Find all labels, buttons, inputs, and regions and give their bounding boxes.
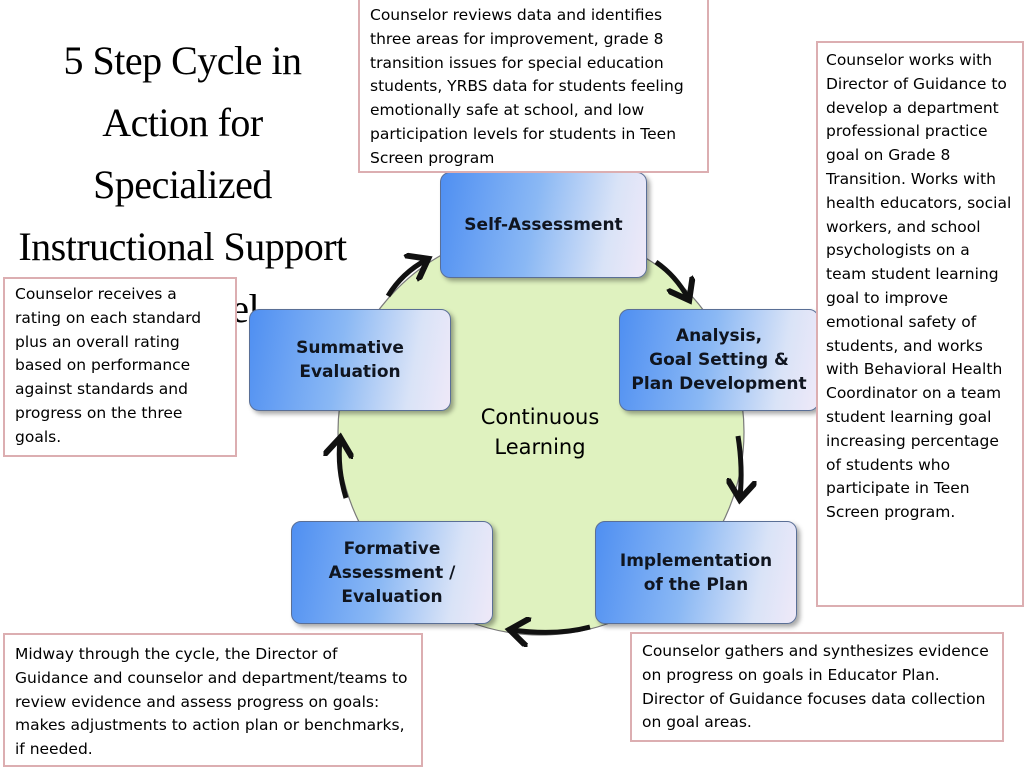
- note-left: Counselor receives a rating on each stan…: [3, 277, 237, 457]
- arrow-self-to-analysis: [654, 259, 688, 298]
- center-label: Continuous Learning: [480, 405, 600, 459]
- step-implementation: Implementation of the Plan: [595, 521, 797, 624]
- arrow-formative-to-summative: [339, 440, 346, 499]
- note-bottom-left: Midway through the cycle, the Director o…: [3, 633, 423, 767]
- step-formative: Formative Assessment / Evaluation: [291, 521, 493, 624]
- arrow-analysis-to-implementation: [738, 435, 741, 497]
- step-self-assessment: Self-Assessment: [440, 172, 647, 278]
- step-analysis: Analysis, Goal Setting & Plan Developmen…: [619, 309, 819, 411]
- note-right: Counselor works with Director of Guidanc…: [816, 41, 1024, 607]
- arrow-implementation-to-formative: [512, 627, 591, 632]
- note-bottom-right: Counselor gathers and synthesizes eviden…: [630, 632, 1004, 742]
- note-top: Counselor reviews data and identifies th…: [358, 0, 709, 173]
- arrow-summative-to-self: [385, 260, 426, 298]
- step-summative: Summative Evaluation: [249, 309, 451, 411]
